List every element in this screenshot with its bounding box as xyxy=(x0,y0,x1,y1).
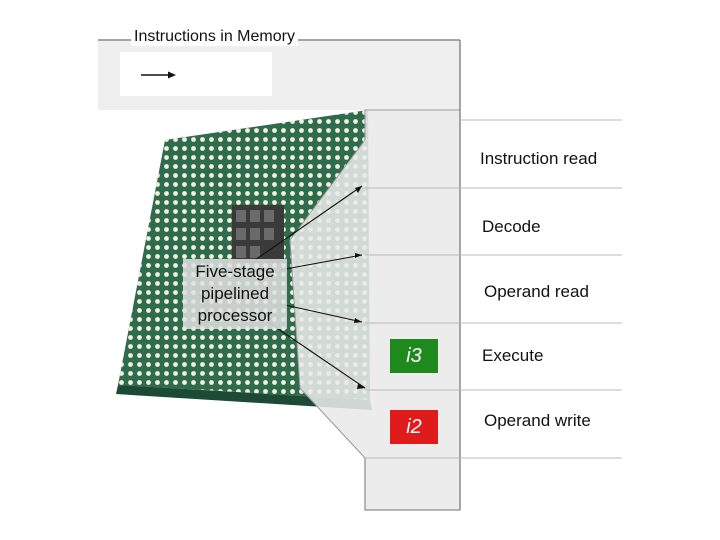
leader-line xyxy=(254,185,363,261)
chip-die xyxy=(232,205,284,263)
leader-arrowhead xyxy=(355,186,362,193)
stage-dividers xyxy=(365,119,622,459)
stage-label-execute: Execute xyxy=(482,346,544,365)
processor-label-line: processor xyxy=(197,306,273,325)
leader-line xyxy=(267,321,366,389)
instruction-token-i3: i3 xyxy=(390,339,438,373)
stage-label-decode: Decode xyxy=(482,217,541,236)
leader-arrowhead xyxy=(357,384,365,389)
processor-label-line: Five-stage xyxy=(195,262,275,281)
right-arrow-icon xyxy=(141,71,176,79)
memory-box-title: Instructions in Memory xyxy=(131,28,298,46)
stage-label-operand-read: Operand read xyxy=(484,282,589,301)
leader-lines xyxy=(254,185,366,389)
processor-label-line: pipelined xyxy=(200,284,270,303)
leader-line xyxy=(284,304,363,323)
processor-label: Five-stage pipelined processor xyxy=(183,259,287,329)
leader-arrowhead xyxy=(354,318,362,323)
instruction-token-i2: i2 xyxy=(390,410,438,444)
stage-label-instruction-read: Instruction read xyxy=(480,149,598,168)
leader-arrowhead xyxy=(355,253,362,258)
leader-line xyxy=(279,254,363,271)
stage-label-operand-write: Operand write xyxy=(484,411,591,430)
